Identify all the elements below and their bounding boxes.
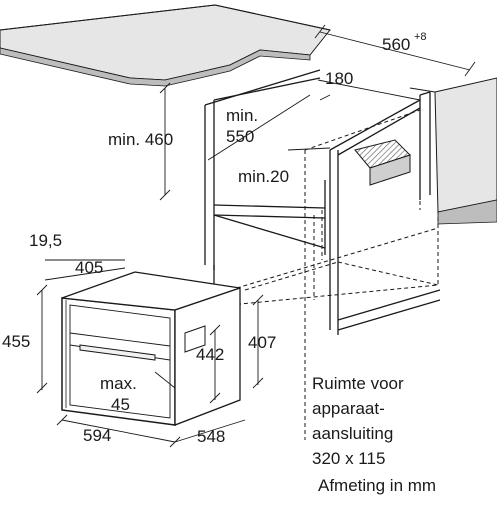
oven	[61, 271, 241, 426]
label-handle-2: 45	[111, 395, 130, 414]
label-body-depth: 548	[197, 427, 225, 446]
label-inner-width: 405	[75, 258, 103, 277]
countertop	[0, 4, 331, 87]
units-caption: Afmeting in mm	[318, 476, 436, 495]
label-front-height: 455	[2, 332, 30, 351]
countertop-right	[409, 77, 497, 225]
label-min-gap: min.20	[238, 167, 289, 186]
note-line-1: Ruimte voor	[312, 374, 404, 393]
dimension-labels: 560 +8 180 min. 460 min. 550 min.20 19,5…	[2, 31, 427, 446]
hidden-lines	[229, 109, 439, 440]
note-line-2: apparaat-	[312, 399, 385, 418]
note-line-3: aansluiting	[312, 424, 393, 443]
connection-note: Ruimte voor apparaat- aansluiting 320 x …	[312, 374, 404, 468]
label-handle-1: max.	[100, 374, 137, 393]
label-niche-width: 560	[382, 35, 410, 54]
label-min-height: min. 460	[108, 130, 173, 149]
label-min-depth-2: 550	[226, 127, 254, 146]
label-body-height: 407	[248, 333, 276, 352]
label-panel-offset: 19,5	[29, 231, 62, 250]
note-line-4: 320 x 115	[312, 449, 385, 468]
dimension-lines	[36, 24, 476, 448]
label-min-depth-1: min.	[226, 106, 258, 125]
label-back-clearance: 180	[325, 69, 353, 88]
label-front-width: 594	[83, 426, 111, 445]
connection-area	[354, 139, 411, 186]
label-inner-height: 442	[196, 345, 224, 364]
label-niche-tolerance: +8	[414, 31, 427, 43]
